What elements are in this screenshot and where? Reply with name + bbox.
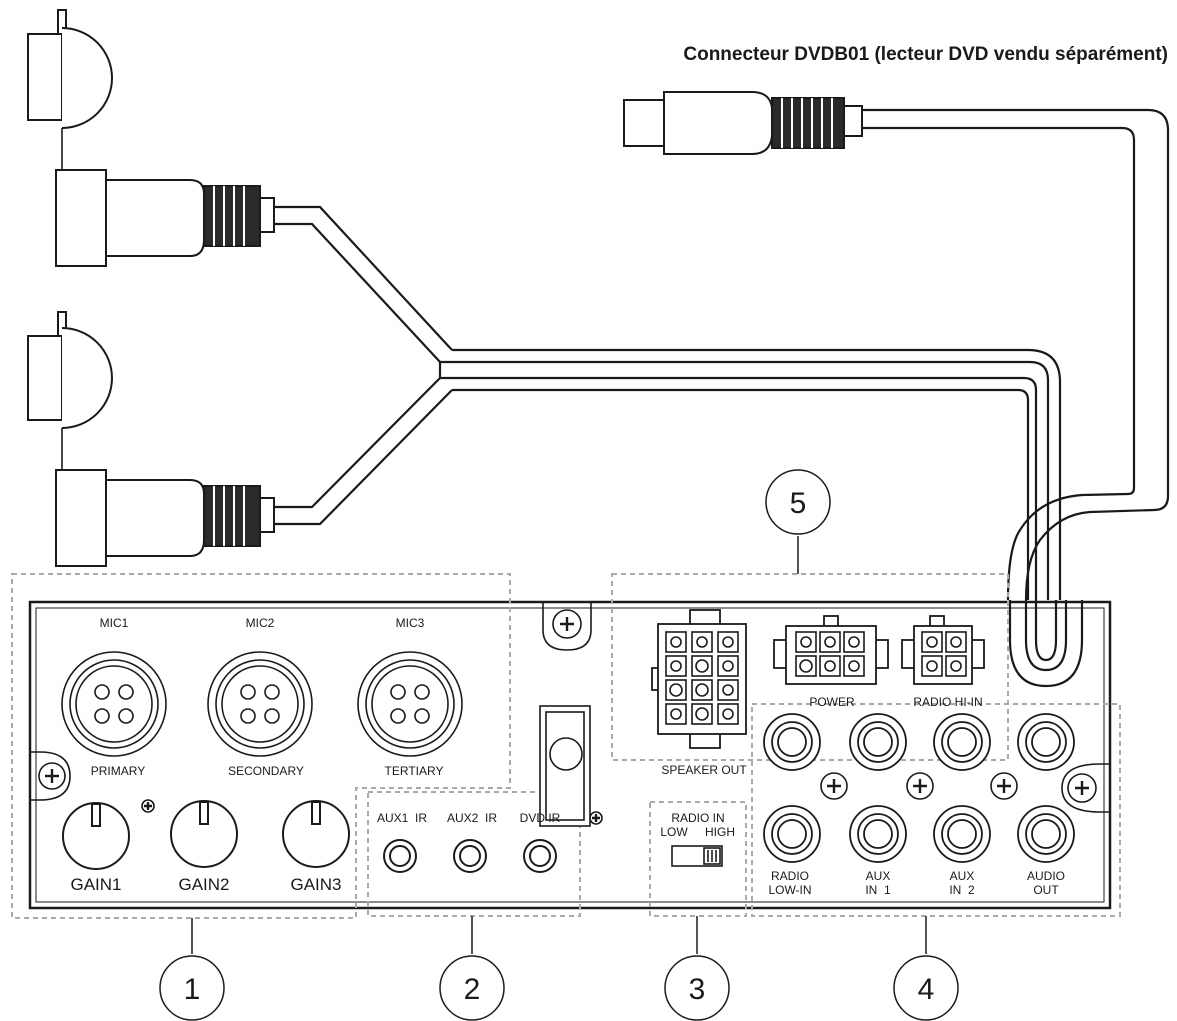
rca-label-1-line1: RADIO — [771, 869, 809, 883]
gain2-label: GAIN2 — [178, 875, 229, 894]
radio-in-switch — [671, 845, 723, 867]
mic3-label: MIC3 — [396, 616, 425, 630]
callout-4: 4 — [918, 973, 935, 1006]
mic-jack-pins — [94, 684, 430, 724]
power-connector-pins — [795, 631, 865, 677]
rca-label-2-line2: IN 1 — [865, 883, 891, 897]
high-label: HIGH — [705, 825, 735, 839]
cable-loop — [1008, 600, 1084, 688]
radio-in-label: RADIO IN — [671, 811, 724, 825]
rca-label-4-line1: AUDIO — [1027, 869, 1065, 883]
callout-2: 2 — [464, 973, 481, 1006]
dvd-ir-label: DVD IR — [520, 811, 561, 825]
aux2-ir-label: AUX2 IR — [447, 811, 497, 825]
mic-jacks — [61, 651, 463, 757]
callout-circles — [159, 469, 959, 1021]
dvd-bracket — [539, 705, 591, 827]
gain1-label: GAIN1 — [70, 875, 121, 894]
rca-label-3-line2: IN 2 — [949, 883, 975, 897]
speaker-out-pins — [665, 631, 739, 725]
callout-3: 3 — [689, 973, 706, 1006]
gain-knobs — [62, 800, 350, 870]
ir-jacks — [383, 839, 557, 873]
callout-leaders — [191, 536, 927, 954]
mic-plug-lower — [27, 311, 275, 567]
mic-plug-upper — [27, 9, 275, 267]
screw-tabs — [30, 602, 1110, 813]
primary-label: PRIMARY — [91, 764, 145, 778]
speaker-out-connector — [651, 609, 747, 749]
diagram-title: Connecteur DVDB01 (lecteur DVD vendu sép… — [683, 44, 1168, 65]
tertiary-label: TERTIARY — [385, 764, 444, 778]
power-label: POWER — [809, 695, 855, 709]
group-outlines — [11, 573, 1121, 919]
dvd-connector-plug — [623, 91, 863, 155]
dvd-plug-ribs — [781, 98, 833, 148]
rca-label-1-line2: LOW-IN — [768, 883, 811, 897]
aux1-ir-label: AUX1 IR — [377, 811, 427, 825]
secondary-label: SECONDARY — [228, 764, 304, 778]
mic1-label: MIC1 — [100, 616, 129, 630]
cable-bundle — [272, 108, 1170, 601]
rca-label-4-line2: OUT — [1033, 883, 1059, 897]
rear-panel — [28, 600, 1112, 910]
radio-hi-in-pins — [921, 631, 967, 677]
rca-label-3-line1: AUX — [950, 869, 975, 883]
rca-jacks — [763, 713, 1075, 863]
low-label: LOW — [660, 825, 688, 839]
rca-label-2-line1: AUX — [866, 869, 891, 883]
mic-plug-ribs — [213, 186, 245, 546]
callout-5: 5 — [790, 487, 807, 520]
radio-hi-in-connector — [901, 615, 985, 685]
speaker-out-label: SPEAKER OUT — [661, 763, 747, 777]
gain3-label: GAIN3 — [290, 875, 341, 894]
mic2-label: MIC2 — [246, 616, 275, 630]
radio-hi-in-label: RADIO HI-IN — [913, 695, 982, 709]
callout-1: 1 — [184, 973, 201, 1006]
screw-crosses — [45, 617, 1089, 822]
